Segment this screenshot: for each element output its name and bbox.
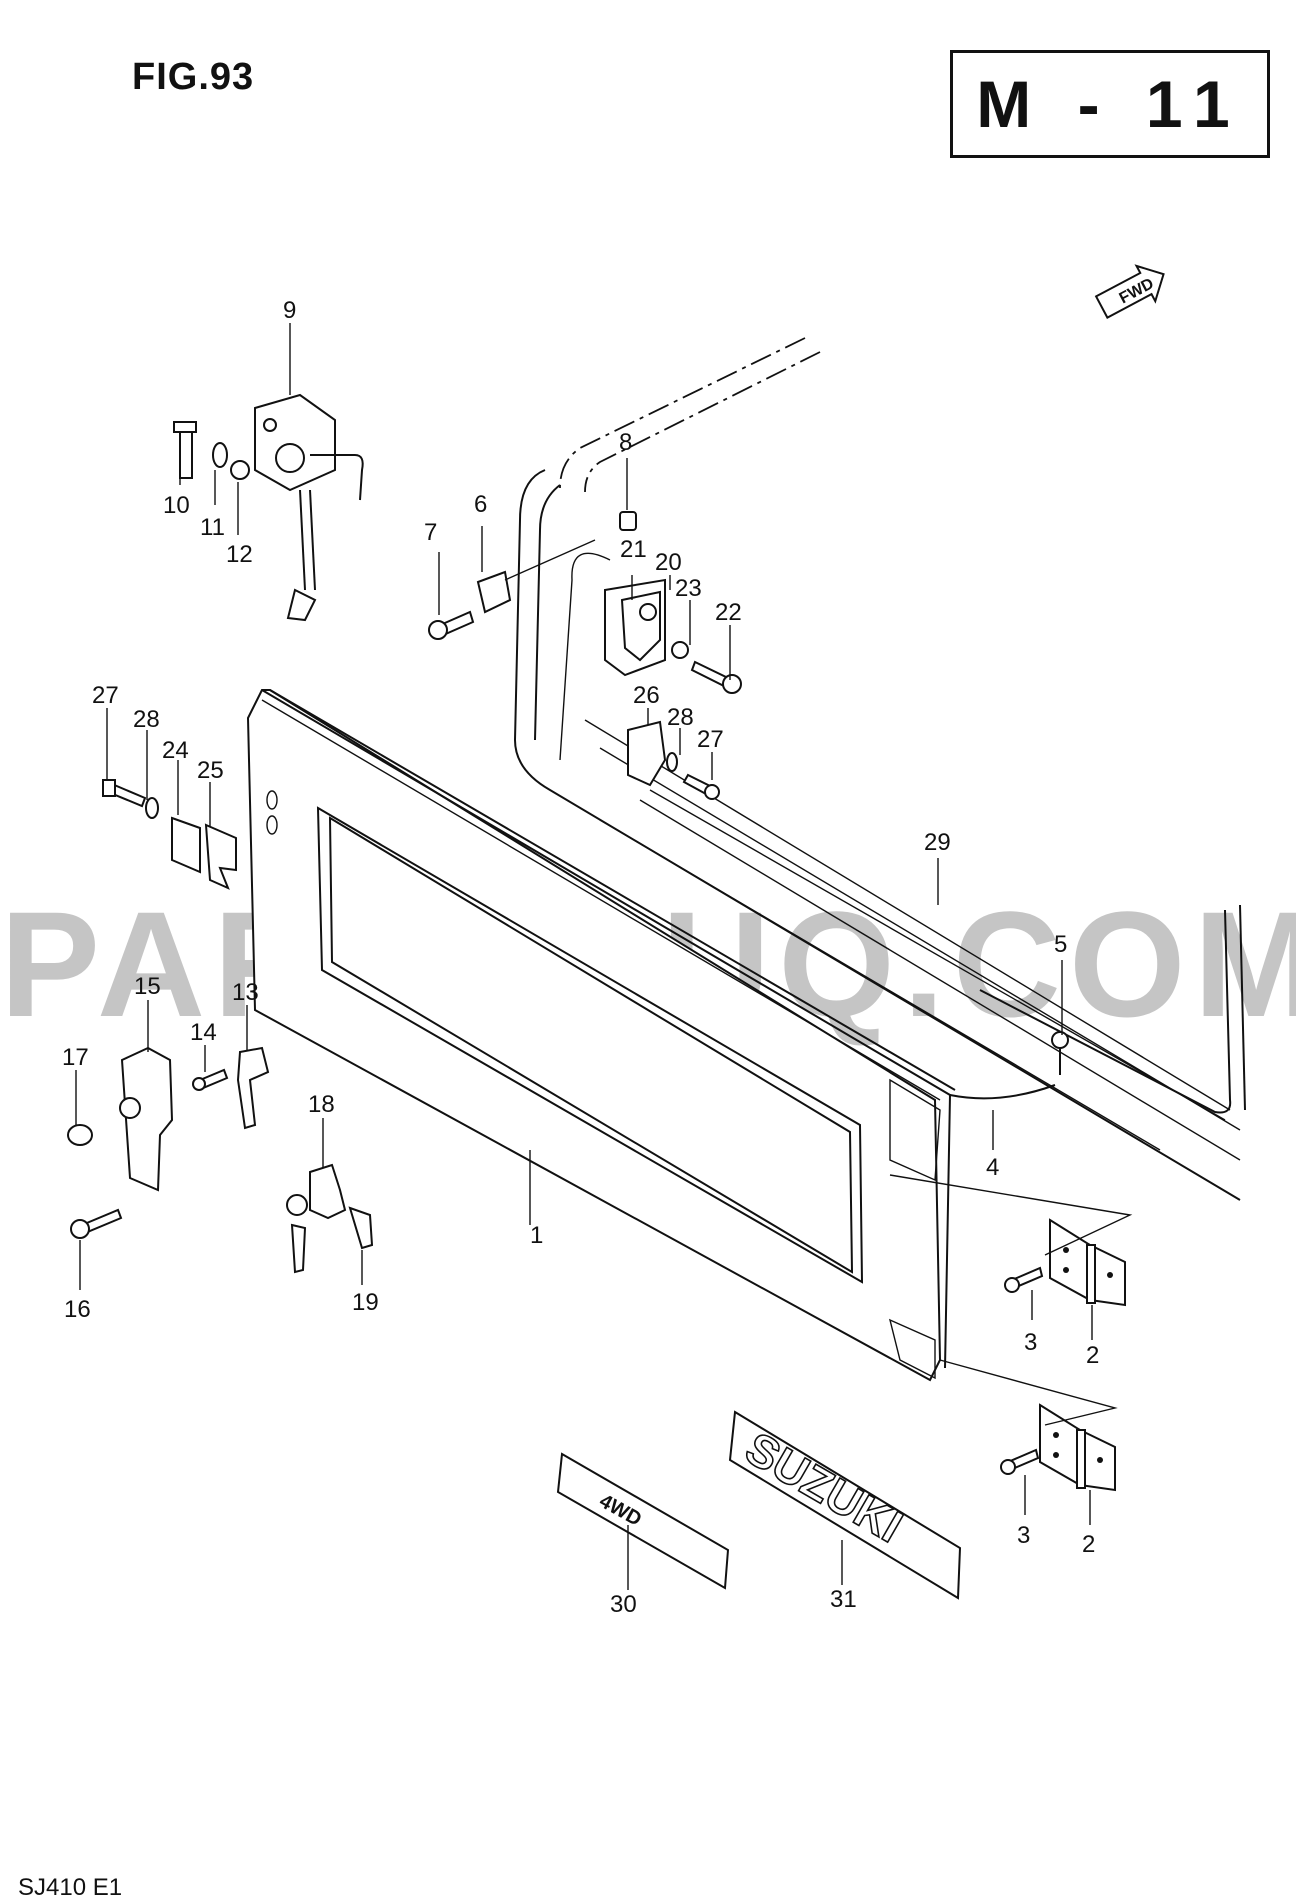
callout-14: 14 bbox=[190, 1019, 217, 1046]
hinge-upper bbox=[1049, 1218, 1126, 1307]
callout-16: 16 bbox=[64, 1296, 91, 1323]
callout-18: 18 bbox=[308, 1091, 335, 1118]
leader-lines bbox=[75, 323, 1093, 1590]
callout-10: 10 bbox=[163, 492, 190, 519]
lock-clip-12 bbox=[230, 460, 250, 480]
callout-27b: 27 bbox=[697, 726, 724, 753]
handle-screw-16 bbox=[70, 1208, 123, 1239]
callout-2b: 2 bbox=[1082, 1531, 1095, 1558]
left-washer-28 bbox=[145, 797, 159, 819]
callout-2a: 2 bbox=[1086, 1342, 1099, 1369]
left-bracket-24 bbox=[171, 816, 201, 874]
callout-31: 31 bbox=[830, 1586, 857, 1613]
callout-8: 8 bbox=[619, 429, 632, 456]
key-retainer-19 bbox=[348, 1206, 374, 1250]
callout-3a: 3 bbox=[1024, 1329, 1037, 1356]
lock-screw-10 bbox=[173, 421, 197, 479]
handle-cover-15 bbox=[119, 1046, 174, 1192]
diagram-code: M - 11 bbox=[976, 67, 1244, 141]
callout-4: 4 bbox=[986, 1154, 999, 1181]
callout-24: 24 bbox=[162, 737, 189, 764]
callout-17: 17 bbox=[62, 1044, 89, 1071]
diagram-code-box: M - 11 bbox=[950, 50, 1270, 158]
lock-washer-11 bbox=[212, 442, 228, 468]
striker-screw-22 bbox=[690, 660, 742, 694]
callout-13: 13 bbox=[232, 979, 259, 1006]
tailgate-lock-assembly bbox=[254, 393, 364, 622]
callout-19: 19 bbox=[352, 1289, 379, 1316]
striker-leader bbox=[504, 539, 596, 581]
handle-lever-13 bbox=[236, 1046, 270, 1130]
callout-20: 20 bbox=[655, 549, 682, 576]
handle-screw-14 bbox=[192, 1068, 229, 1091]
tailgate-support-cable bbox=[649, 789, 1246, 1121]
tailgate-panel bbox=[246, 689, 956, 1382]
callout-27a: 27 bbox=[92, 682, 119, 709]
hinge-leader-lines bbox=[889, 1174, 1133, 1426]
callout-21: 21 bbox=[620, 536, 647, 563]
callout-6: 6 bbox=[474, 491, 487, 518]
hinge-lower bbox=[1039, 1403, 1116, 1492]
handle-cap-17 bbox=[67, 1124, 93, 1146]
bracket-screw-27b bbox=[682, 773, 720, 800]
callout-numbers: 1 2 2 3 3 4 5 6 7 8 9 10 11 12 13 14 15 … bbox=[62, 297, 1099, 1618]
callout-28a: 28 bbox=[133, 706, 160, 733]
callout-25: 25 bbox=[197, 757, 224, 784]
callout-22: 22 bbox=[715, 599, 742, 626]
callout-15: 15 bbox=[134, 973, 161, 1000]
callout-26: 26 bbox=[633, 682, 660, 709]
callout-9: 9 bbox=[283, 297, 296, 324]
callout-12: 12 bbox=[226, 541, 253, 568]
forward-arrow-icon: FWD bbox=[1094, 264, 1165, 319]
callout-5: 5 bbox=[1054, 931, 1067, 958]
callout-3b: 3 bbox=[1017, 1522, 1030, 1549]
striker-bushing-6 bbox=[476, 570, 512, 614]
key-cylinder-18 bbox=[286, 1163, 347, 1274]
hinge-bolt-lower bbox=[1000, 1448, 1040, 1475]
callout-29: 29 bbox=[924, 829, 951, 856]
body-rear-opening bbox=[513, 337, 1241, 1201]
callout-1: 1 bbox=[530, 1222, 543, 1249]
striker-nut-8 bbox=[619, 511, 637, 531]
left-bracket-25 bbox=[204, 823, 237, 890]
striker-washer-23 bbox=[671, 641, 689, 659]
lower-striker-bracket-26 bbox=[627, 720, 667, 787]
striker-assembly bbox=[604, 578, 666, 677]
suzuki-emblem-text: SUZUKI bbox=[737, 1422, 911, 1553]
callout-28b: 28 bbox=[667, 704, 694, 731]
model-footer: SJ410 E1 bbox=[18, 1874, 123, 1901]
hinge-bolt-upper bbox=[1004, 1266, 1044, 1293]
callout-23: 23 bbox=[675, 575, 702, 602]
suzuki-emblem-31: SUZUKI bbox=[728, 1410, 962, 1600]
left-bolt-27 bbox=[102, 779, 147, 808]
tailgate-wire-and-bolt bbox=[949, 1031, 1069, 1100]
striker-bolt-7 bbox=[428, 610, 475, 640]
callout-11: 11 bbox=[200, 514, 225, 541]
bracket-washer-28b bbox=[666, 752, 678, 772]
figure-label: FIG.93 bbox=[132, 56, 255, 98]
callout-30: 30 bbox=[610, 1591, 637, 1618]
model-plate-30: 4WD bbox=[556, 1452, 730, 1590]
callout-7: 7 bbox=[424, 519, 437, 546]
